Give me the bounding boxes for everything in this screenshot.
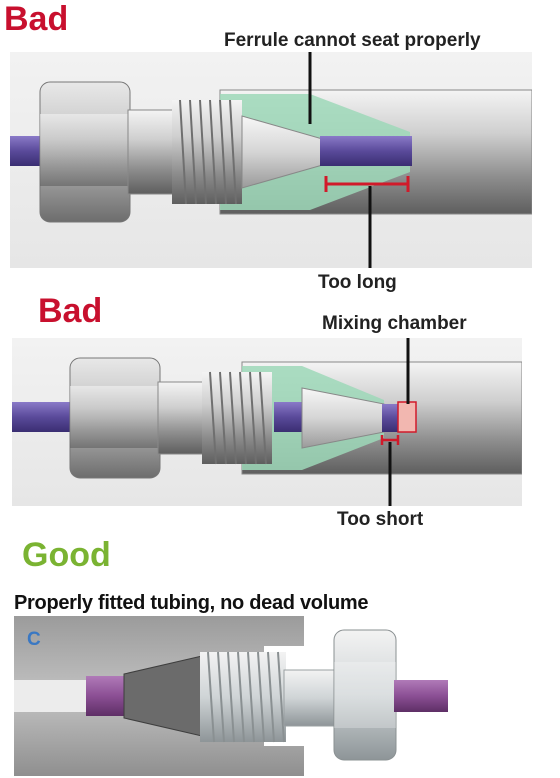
- bad-too-long-diagram: [10, 52, 532, 268]
- good-fitting-diagram: [14, 616, 448, 776]
- tubing-too-short: [382, 404, 398, 432]
- threads: [200, 651, 286, 743]
- threads: [202, 371, 272, 465]
- too-short-label: Too short: [337, 509, 424, 530]
- corner-letter: C: [27, 629, 41, 650]
- bad-heading-2: Bad: [38, 292, 103, 330]
- tubing-right: [394, 680, 448, 712]
- mixing-chamber-label: Mixing chamber: [322, 313, 467, 334]
- mixing-chamber: [397, 401, 417, 433]
- threads: [172, 99, 242, 205]
- tubing-too-long: [320, 136, 412, 166]
- ferrule-cannot-seat-label: Ferrule cannot seat properly: [224, 30, 481, 51]
- good-heading: Good: [22, 536, 111, 574]
- too-long-marker: [324, 176, 410, 192]
- bad-heading-1: Bad: [4, 0, 69, 38]
- too-long-label: Too long: [318, 272, 397, 293]
- good-caption: Properly fitted tubing, no dead volume: [14, 592, 369, 614]
- too-short-marker: [380, 435, 400, 445]
- bad-too-short-diagram: [12, 338, 522, 506]
- tubing-left: [12, 402, 72, 432]
